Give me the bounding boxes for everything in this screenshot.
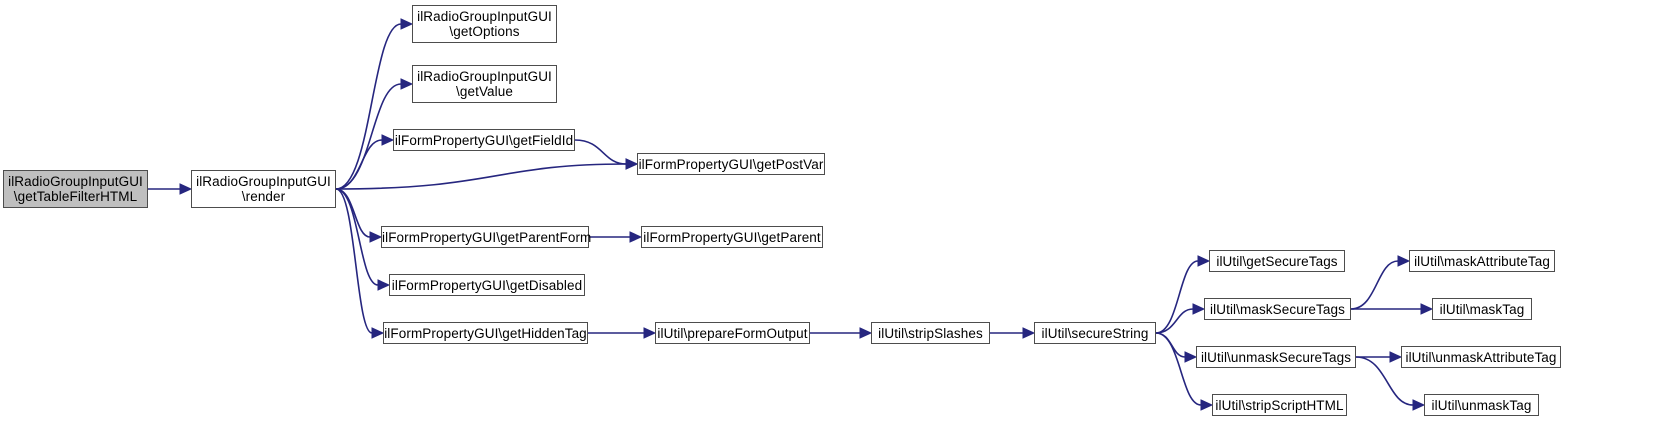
graph-node-label: ilRadioGroupInputGUI \render [196, 174, 331, 204]
graph-edge-arrowhead [859, 327, 873, 339]
graph-edge [335, 188, 371, 238]
graph-node-label: ilUtil\unmaskTag [1431, 397, 1532, 413]
graph-node-label: ilUtil\stripScriptHTML [1215, 397, 1344, 413]
graph-node[interactable]: ilFormPropertyGUI\getFieldId [393, 129, 575, 151]
graph-edge [574, 139, 627, 165]
graph-node[interactable]: ilUtil\unmaskTag [1424, 394, 1539, 416]
graph-edge-arrowhead [400, 18, 414, 30]
graph-edge [335, 139, 383, 190]
graph-edge-arrowhead [1022, 327, 1036, 339]
graph-edge-arrowhead [1420, 303, 1434, 315]
graph-node[interactable]: ilUtil\getSecureTags [1209, 250, 1345, 272]
graph-edge [335, 188, 379, 286]
graph-node[interactable]: ilUtil\secureString [1034, 322, 1156, 344]
graph-node[interactable]: ilUtil\prepareFormOutput [655, 322, 810, 344]
graph-node-label: ilFormPropertyGUI\getHiddenTag [384, 325, 587, 341]
graph-node-label: ilUtil\getSecureTags [1216, 253, 1338, 269]
graph-node[interactable]: ilUtil\maskTag [1432, 298, 1532, 320]
graph-edge [335, 23, 402, 190]
graph-node-label: ilFormPropertyGUI\getParent [643, 229, 821, 245]
graph-node[interactable]: ilUtil\unmaskSecureTags [1196, 346, 1356, 368]
graph-node[interactable]: ilUtil\maskAttributeTag [1409, 250, 1555, 272]
graph-edge-arrowhead [1389, 351, 1403, 363]
graph-edge [1155, 308, 1194, 334]
graph-edge [335, 163, 627, 190]
graph-edge-arrowhead [400, 78, 414, 90]
graph-edge [1350, 260, 1399, 310]
graph-node-label: ilRadioGroupInputGUI \getValue [417, 69, 552, 99]
graph-node-label: ilUtil\maskSecureTags [1210, 301, 1345, 317]
graph-node[interactable]: ilRadioGroupInputGUI \getValue [412, 65, 557, 103]
graph-node-label: ilRadioGroupInputGUI \getTableFilterHTML [8, 174, 143, 204]
graph-node-label: ilUtil\stripSlashes [878, 325, 983, 341]
graph-node-label: ilFormPropertyGUI\getDisabled [391, 277, 583, 293]
graph-node[interactable]: ilFormPropertyGUI\getParent [641, 226, 823, 248]
graph-edge-arrowhead [1192, 303, 1206, 315]
graph-node[interactable]: ilFormPropertyGUI\getParentForm [381, 226, 591, 248]
graph-node-label: ilUtil\maskTag [1439, 301, 1525, 317]
graph-edge-arrowhead [1197, 255, 1211, 267]
graph-node[interactable]: ilFormPropertyGUI\getHiddenTag [383, 322, 588, 344]
graph-node[interactable]: ilRadioGroupInputGUI \getTableFilterHTML [3, 170, 148, 208]
graph-node[interactable]: ilUtil\stripScriptHTML [1212, 394, 1347, 416]
graph-edge-arrowhead [179, 183, 193, 195]
graph-edge [1155, 332, 1186, 358]
graph-node-label: ilFormPropertyGUI\getParentForm [382, 229, 592, 245]
graph-edge [335, 188, 373, 334]
graph-node[interactable]: ilUtil\unmaskAttributeTag [1401, 346, 1561, 368]
graph-node[interactable]: ilRadioGroupInputGUI \render [191, 170, 336, 208]
graph-node-label: ilFormPropertyGUI\getPostVar [638, 156, 824, 172]
graph-node[interactable]: ilUtil\stripSlashes [871, 322, 990, 344]
graph-node[interactable]: ilFormPropertyGUI\getDisabled [389, 274, 585, 296]
graph-edge [1155, 260, 1199, 334]
graph-node-label: ilRadioGroupInputGUI \getOptions [417, 9, 552, 39]
graph-node-label: ilUtil\secureString [1041, 325, 1149, 341]
graph-node-label: ilUtil\unmaskAttributeTag [1405, 349, 1557, 365]
graph-edge-arrowhead [1412, 399, 1426, 411]
graph-node-label: ilFormPropertyGUI\getFieldId [394, 132, 574, 148]
graph-edge [1155, 332, 1202, 406]
graph-node[interactable]: ilRadioGroupInputGUI \getOptions [412, 5, 557, 43]
graph-node[interactable]: ilUtil\maskSecureTags [1204, 298, 1351, 320]
graph-edge-arrowhead [1397, 255, 1411, 267]
graph-node-label: ilUtil\prepareFormOutput [657, 325, 808, 341]
graph-node-label: ilUtil\maskAttributeTag [1414, 253, 1550, 269]
graph-node-label: ilUtil\unmaskSecureTags [1200, 349, 1352, 365]
graph-node[interactable]: ilFormPropertyGUI\getPostVar [637, 153, 825, 175]
graph-edge-arrowhead [1184, 351, 1198, 363]
